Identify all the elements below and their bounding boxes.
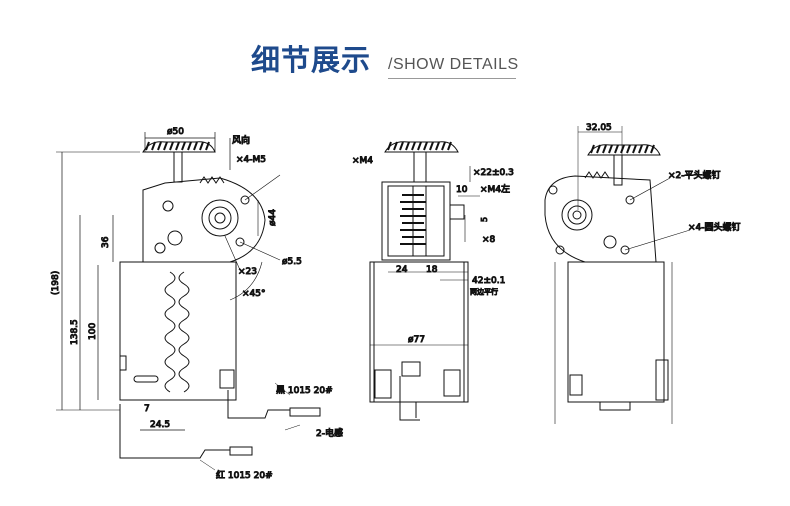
label-sensor: 2-电感 [316, 427, 343, 439]
dim-m4-left: ×M4左 [480, 183, 510, 195]
dim-23: ×23 [238, 267, 257, 277]
dim-22: ×22±0.3 [473, 168, 514, 178]
right-shaft [613, 154, 623, 186]
dim-24: 24 [396, 265, 408, 275]
dim-36: 36 [101, 236, 111, 248]
dim-18: 18 [426, 265, 438, 275]
middle-shaft [413, 151, 427, 183]
dim-5: 5 [480, 217, 489, 222]
dim-d77: ø77 [408, 335, 425, 345]
left-view: ø50 风向 ×4-M5 ø44 ø5.5 ×23 ×45° 36 (198) … [51, 127, 344, 482]
dim-245: 24.5 [150, 420, 170, 430]
label-wire-black: 黑 1015 20# [276, 385, 333, 396]
right-gearbox [544, 175, 657, 263]
middle-motor-body [369, 261, 469, 403]
left-wire-red [119, 404, 230, 459]
dim-1385: 138.5 [70, 319, 80, 345]
right-output-hub [561, 199, 593, 231]
left-shaft [173, 151, 183, 183]
dim-7: 7 [144, 404, 150, 414]
label-parallel: 两边平行 [470, 287, 498, 296]
middle-gearbox [381, 181, 451, 261]
dim-198: (198) [51, 271, 61, 295]
left-output-hub [201, 199, 239, 237]
dim-10: 10 [456, 185, 468, 195]
label-wire-red: 红 1015 20# [216, 469, 273, 481]
left-wire-black [227, 390, 290, 419]
dim-m4: ×M4 [352, 156, 373, 166]
right-motor-body [567, 261, 665, 403]
left-motor-body [119, 261, 237, 401]
right-view: 32.05 ×2-平头螺钉 ×4-圆头螺钉 [544, 123, 741, 424]
dim-42: 42±0.1 [472, 276, 505, 286]
page-title: 细节展示 [251, 43, 372, 77]
wind-direction-label: 风向 [232, 134, 250, 146]
label-flat-screw: ×2-平头螺钉 [668, 170, 721, 181]
label-round-screw: ×4-圆头螺钉 [688, 222, 741, 233]
left-coil [164, 271, 176, 393]
dim-100: 100 [88, 323, 98, 340]
dim-m5: ×4-M5 [236, 155, 266, 165]
left-gearbox [142, 177, 266, 263]
page-subtitle: /SHOW DETAILS [388, 56, 519, 73]
middle-view: ×M4 ×22±0.3 10 ×M4左 5 ×8 24 18 42±0.1 两边… [352, 141, 514, 421]
dim-45deg: ×45° [242, 289, 266, 299]
dim-3205: 32.05 [586, 123, 612, 133]
dim-d44: ø44 [268, 209, 278, 226]
dim-d55: ø5.5 [282, 257, 302, 267]
subtitle-underline [388, 78, 516, 79]
dim-8: ×8 [482, 235, 496, 245]
dim-d50: ø50 [167, 127, 184, 137]
